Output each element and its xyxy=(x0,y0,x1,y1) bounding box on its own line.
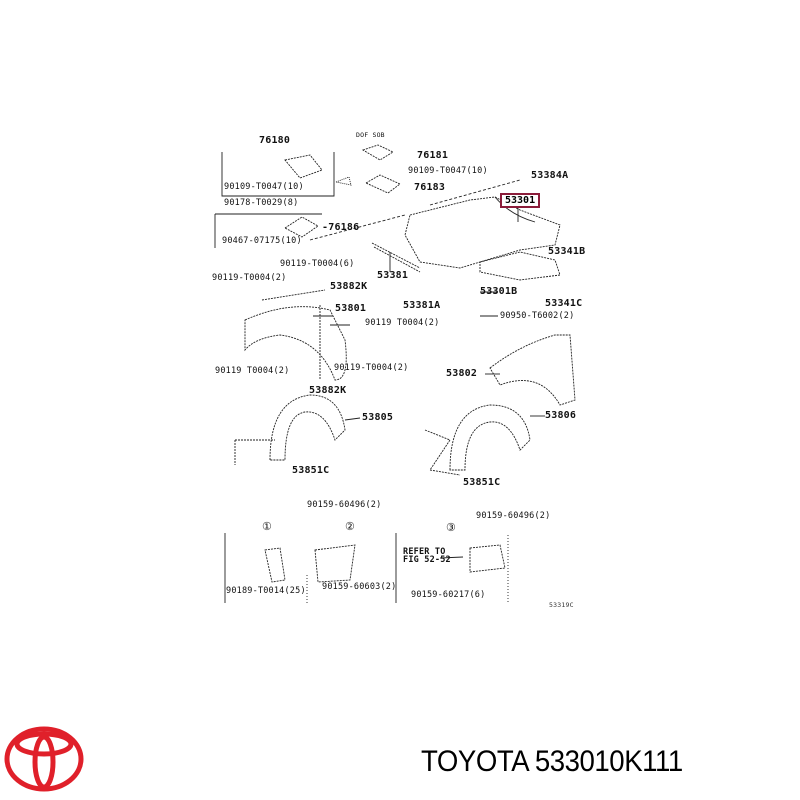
detail-1-part: 90189-T0014(25) xyxy=(226,586,306,596)
part-label-53801: 53801 xyxy=(335,303,367,314)
fastener-label: 90159-60496(2) xyxy=(307,500,382,510)
detail-callout-1: ① xyxy=(262,520,273,533)
footer-part-title: TOYOTA 533010K111 xyxy=(421,745,683,778)
fastener-label: 90119-T0004(2) xyxy=(334,363,409,373)
fastener-label: 90119 T0004(2) xyxy=(215,366,290,376)
fastener-label: 90467-07175(10) xyxy=(222,236,302,246)
part-label-53802: 53802 xyxy=(446,368,478,379)
detail-callout-3: ③ xyxy=(446,521,457,534)
detail-2-part: 90159-60603(2) xyxy=(322,582,397,592)
highlighted-part-53301[interactable]: 53301 xyxy=(500,193,541,208)
part-label-53301B: 53301B xyxy=(480,286,518,297)
detail-callout-2: ② xyxy=(345,520,356,533)
part-label-53882K-mid: 53882K xyxy=(309,385,347,396)
part-label-53882K-top: 53882K xyxy=(330,281,368,292)
part-label-53384A: 53384A xyxy=(531,170,569,181)
fastener-label: 90109-T0047(10) xyxy=(224,182,304,192)
part-label-53381: 53381 xyxy=(377,270,409,281)
detail-3-refer: REFER TO xyxy=(403,547,446,557)
part-label-76180: 76180 xyxy=(259,135,291,146)
part-label-76183: 76183 xyxy=(414,182,446,193)
fastener-label: 90119-T0004(6) xyxy=(280,259,355,269)
figure-code: DOF SOB xyxy=(356,131,385,139)
toyota-logo-icon xyxy=(4,726,84,792)
part-label-53805: 53805 xyxy=(362,412,394,423)
fastener-label: 90950-T6002(2) xyxy=(500,311,575,321)
fastener-label: 90159-60496(2) xyxy=(476,511,551,521)
fastener-label: 90119 T0004(2) xyxy=(365,318,440,328)
part-label-53851C-left: 53851C xyxy=(292,465,330,476)
detail-3-part: 90159-60217(6) xyxy=(411,590,486,600)
fastener-label: 90109-T0047(10) xyxy=(408,166,488,176)
part-label-76186: -76186 xyxy=(322,222,360,233)
part-label-53851C-right: 53851C xyxy=(463,477,501,488)
fastener-label: 90178-T0029(8) xyxy=(224,198,299,208)
part-label-53341B: 53341B xyxy=(548,246,586,257)
part-label-76181: 76181 xyxy=(417,150,449,161)
part-label-53341C: 53341C xyxy=(545,298,583,309)
part-label-53806: 53806 xyxy=(545,410,577,421)
part-label-53381A: 53381A xyxy=(403,300,441,311)
diagram-code: 53319C xyxy=(549,601,574,609)
detail-3-fig: FIG 52-52 xyxy=(403,555,451,565)
fastener-label: 90119-T0004(2) xyxy=(212,273,287,283)
